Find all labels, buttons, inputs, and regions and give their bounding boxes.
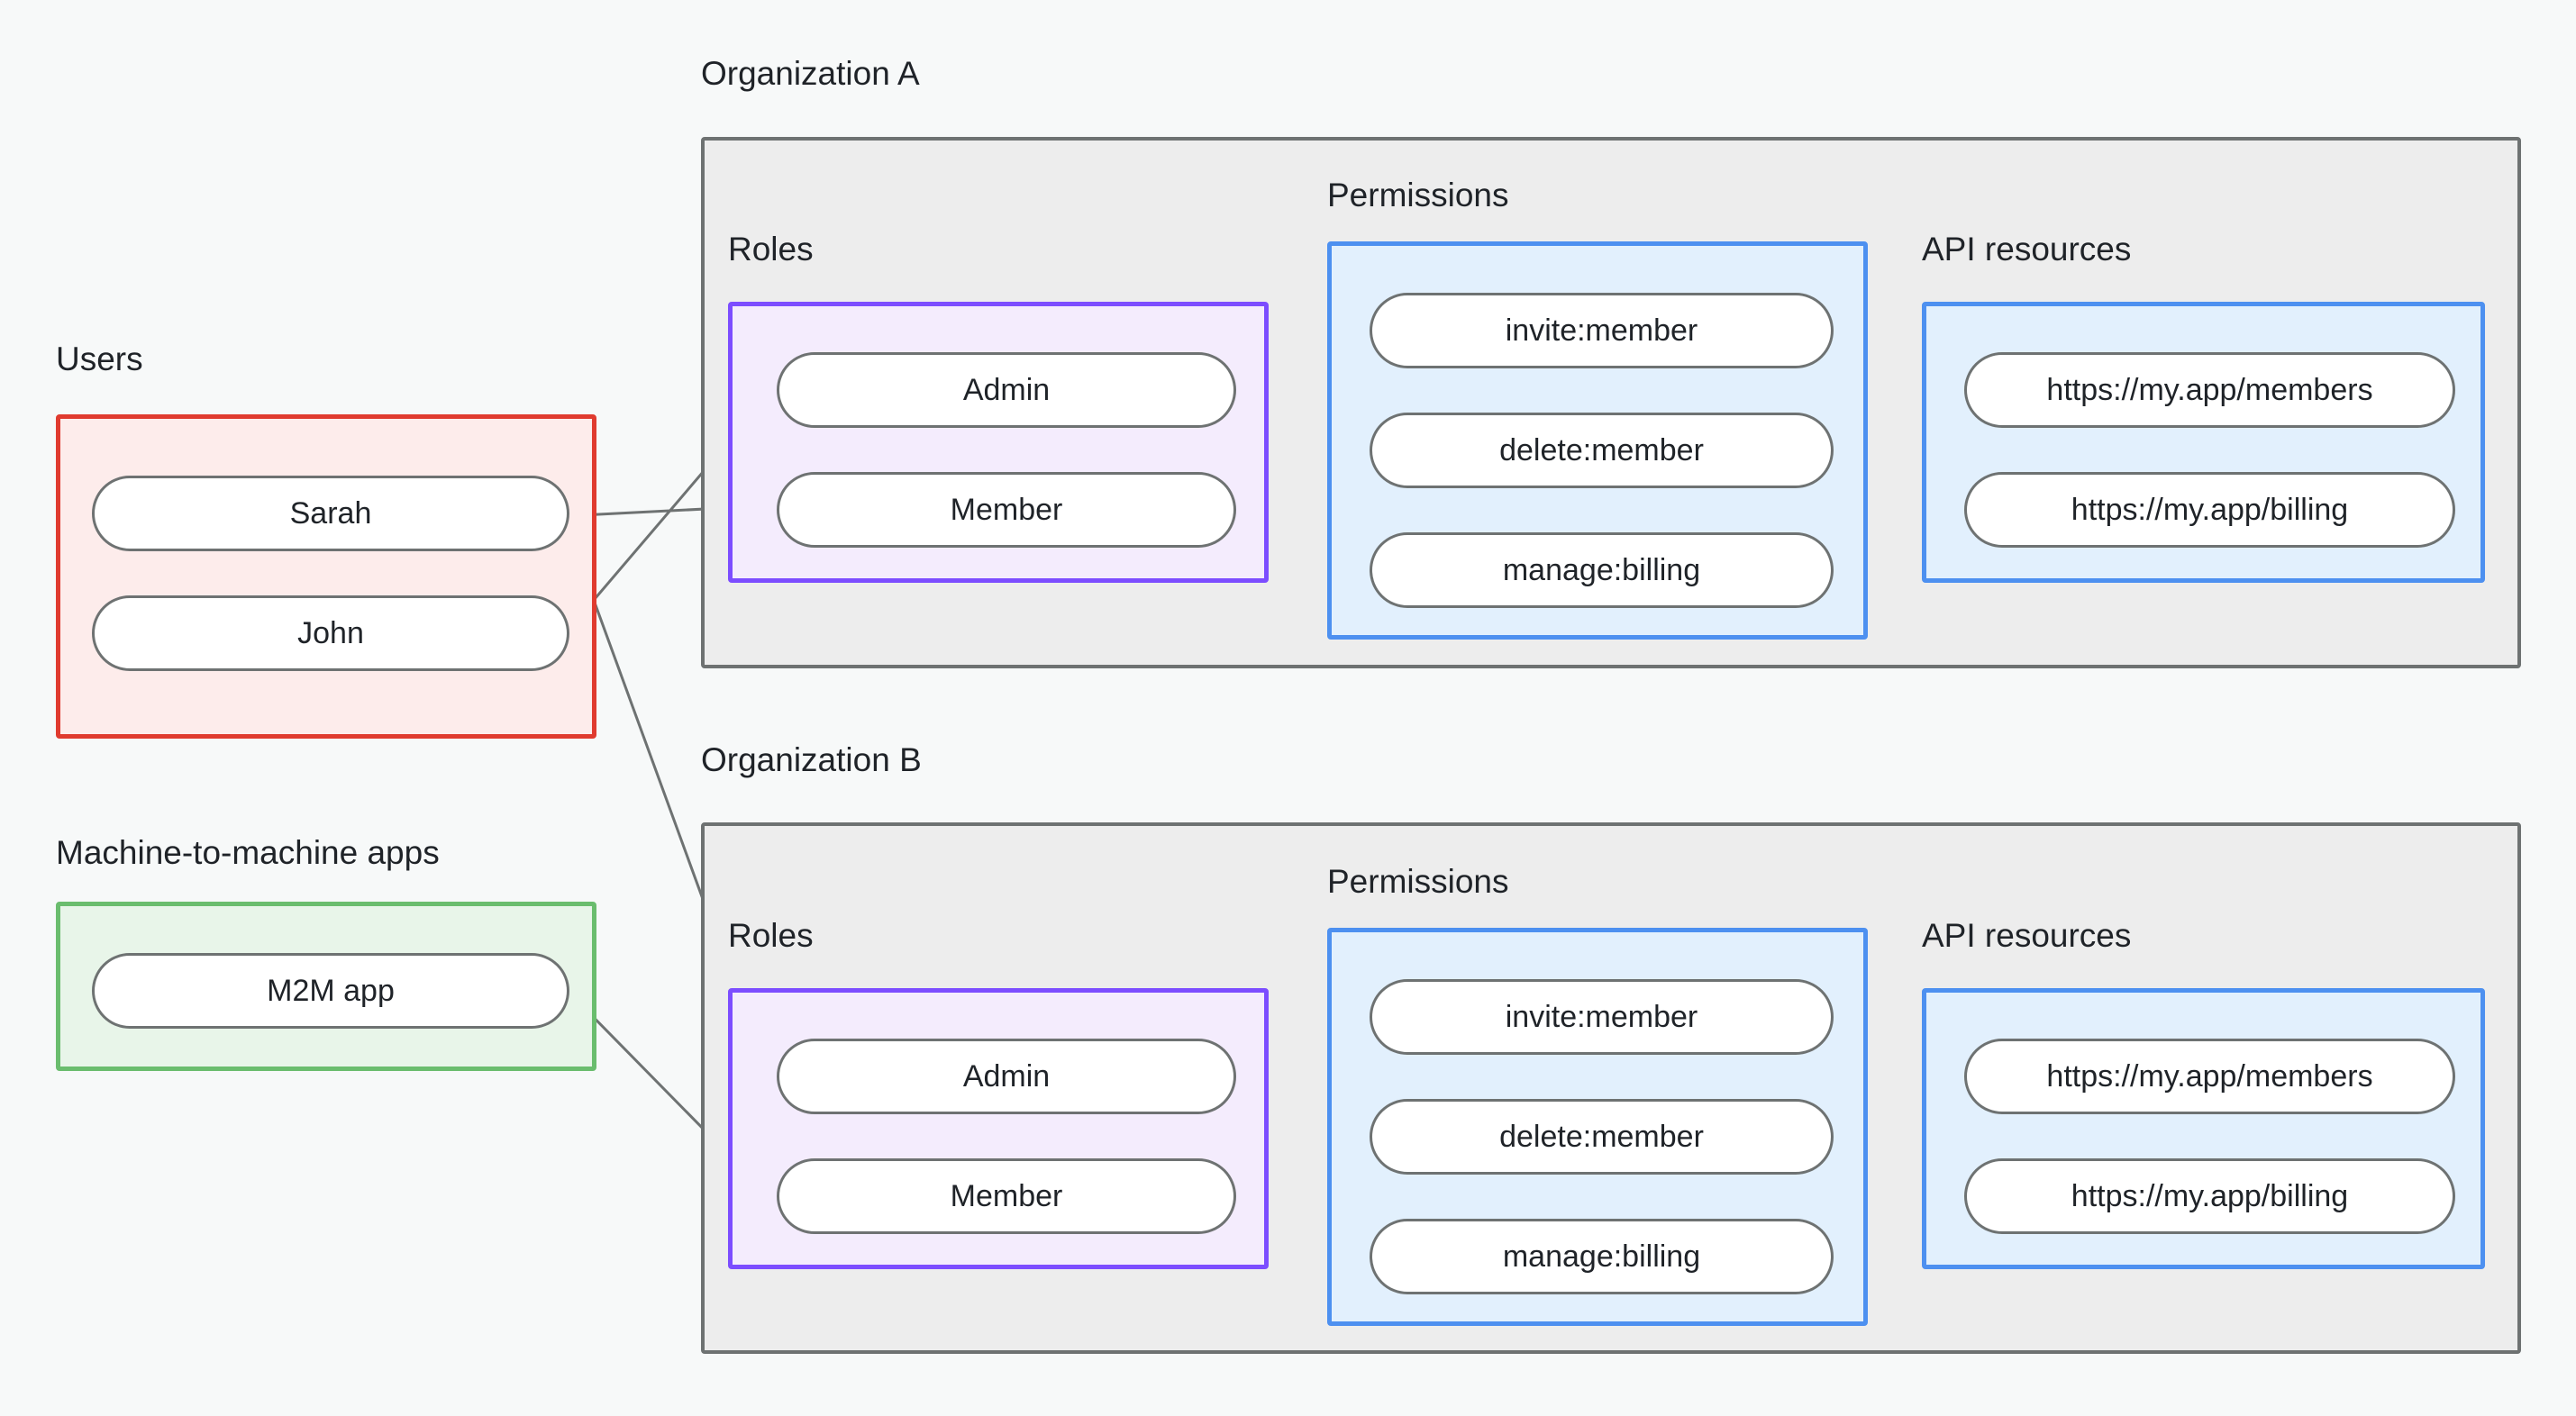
orgB-api-resources-container: https://my.app/members https://my.app/bi…	[1922, 988, 2485, 1269]
orgA-permission-delete-member[interactable]: delete:member	[1370, 413, 1834, 488]
orgA-roles-container: Admin Member	[728, 302, 1269, 583]
orgB-api-members[interactable]: https://my.app/members	[1964, 1039, 2455, 1114]
orgB-api-resources-label: API resources	[1922, 917, 2132, 954]
orgA-role-member[interactable]: Member	[777, 472, 1236, 548]
orgA-permission-manage-billing[interactable]: manage:billing	[1370, 532, 1834, 608]
users-group-label: Users	[56, 340, 143, 377]
m2m-container: M2M app	[56, 902, 596, 1071]
m2m-node-app[interactable]: M2M app	[92, 953, 569, 1029]
orgB-api-billing[interactable]: https://my.app/billing	[1964, 1158, 2455, 1234]
orgA-permissions-container: invite:member delete:member manage:billi…	[1327, 241, 1868, 640]
orgB-permissions-label: Permissions	[1327, 863, 1509, 900]
users-container: Sarah John	[56, 414, 596, 739]
orgB-permission-manage-billing[interactable]: manage:billing	[1370, 1219, 1834, 1294]
orgB-roles-container: Admin Member	[728, 988, 1269, 1269]
orgA-role-admin[interactable]: Admin	[777, 352, 1236, 428]
m2m-group-label: Machine-to-machine apps	[56, 834, 440, 871]
orgA-permissions-label: Permissions	[1327, 177, 1509, 213]
orgB-permission-invite-member[interactable]: invite:member	[1370, 979, 1834, 1055]
orgB-permission-delete-member[interactable]: delete:member	[1370, 1099, 1834, 1175]
organization-b-label: Organization B	[701, 741, 922, 778]
orgB-roles-label: Roles	[728, 917, 814, 954]
orgA-permission-invite-member[interactable]: invite:member	[1370, 293, 1834, 368]
orgA-api-resources-label: API resources	[1922, 231, 2132, 268]
orgA-api-billing[interactable]: https://my.app/billing	[1964, 472, 2455, 548]
orgB-permissions-container: invite:member delete:member manage:billi…	[1327, 928, 1868, 1326]
orgA-roles-label: Roles	[728, 231, 814, 268]
organization-a-label: Organization A	[701, 55, 920, 92]
user-node-sarah[interactable]: Sarah	[92, 476, 569, 551]
orgA-api-members[interactable]: https://my.app/members	[1964, 352, 2455, 428]
user-node-john[interactable]: John	[92, 595, 569, 671]
orgB-role-member[interactable]: Member	[777, 1158, 1236, 1234]
orgA-api-resources-container: https://my.app/members https://my.app/bi…	[1922, 302, 2485, 583]
orgB-role-admin[interactable]: Admin	[777, 1039, 1236, 1114]
